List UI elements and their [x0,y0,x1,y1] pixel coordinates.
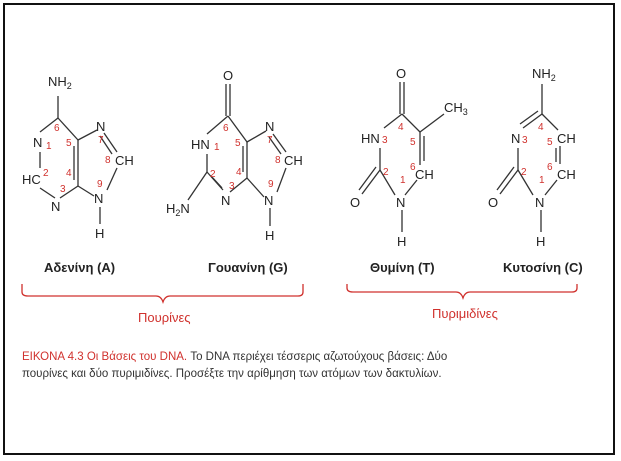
caption-text: Το DNA περιέχει τέσσερις αζωτούχους βάσε… [22,351,448,380]
adenine-n9: N [94,191,103,206]
guanine-hn1: HN [191,137,210,152]
thymine-num-2: 2 [383,167,389,178]
cytosine-c6: CH [557,167,576,182]
thymine-ch3: CH3 [444,100,468,117]
adenine-num-4: 4 [66,168,72,179]
adenine-structure: NH2 N HC N N CH N H 1 2 3 4 5 6 7 8 9 Αδ… [22,74,134,275]
adenine-c8: CH [115,153,134,168]
thymine-h1: H [397,234,406,249]
guanine-name: Γουανίνη (G) [208,260,288,275]
cytosine-num-1: 1 [539,175,545,186]
adenine-nh2: NH2 [48,74,72,91]
cytosine-n1: N [535,195,544,210]
figure-caption: ΕΙΚΟΝΑ 4.3 Οι Βάσεις του DNA. Το DNA περ… [22,349,482,383]
guanine-num-9: 9 [268,179,274,190]
adenine-c2: HC [22,172,41,187]
thymine-hn3: HN [361,131,380,146]
adenine-n1: N [33,135,42,150]
guanine-num-7: 7 [267,135,273,146]
guanine-o: O [223,68,233,83]
guanine-num-8: 8 [275,155,281,166]
thymine-o2: O [350,195,360,210]
thymine-num-1: 1 [400,175,406,186]
cytosine-c5: CH [557,131,576,146]
pyrimidines-brace [346,284,578,301]
adenine-h9: H [95,226,104,241]
cytosine-n3: N [511,131,520,146]
thymine-num-4: 4 [398,122,404,133]
guanine-n9: N [264,193,273,208]
guanine-num-3: 3 [229,181,235,192]
adenine-num-6: 6 [54,123,60,134]
guanine-h9: H [265,228,274,243]
cytosine-num-4: 4 [538,122,544,133]
caption-lead: ΕΙΚΟΝΑ 4.3 Οι Βάσεις του DNA. [22,351,188,363]
adenine-num-1: 1 [46,141,52,152]
cytosine-num-3: 3 [522,135,528,146]
cytosine-num-2: 2 [521,167,527,178]
guanine-h2n: H2N [166,201,190,218]
adenine-num-3: 3 [60,184,66,195]
thymine-c6: CH [415,167,434,182]
cytosine-num-6: 6 [547,162,553,173]
adenine-name: Αδενίνη (A) [44,260,115,275]
adenine-n7: N [96,119,105,134]
cytosine-name: Κυτοσίνη (C) [503,260,583,275]
guanine-num-4: 4 [236,167,242,178]
adenine-num-9: 9 [97,179,103,190]
cytosine-h1: H [536,234,545,249]
thymine-n1: N [396,195,405,210]
cytosine-structure: NH2 N CH CH O N H 1 2 3 4 5 6 Κυτοσίνη (… [488,66,583,275]
purines-label: Πουρίνες [138,310,191,325]
cytosine-o2: O [488,195,498,210]
guanine-num-6: 6 [223,123,229,134]
adenine-num-5: 5 [66,138,72,149]
thymine-structure: O CH3 HN CH O N H 1 2 3 4 5 6 Θυμίνη (T) [350,66,468,275]
adenine-n3: N [51,199,60,214]
guanine-num-1: 1 [214,142,220,153]
thymine-name: Θυμίνη (T) [370,260,435,275]
guanine-num-5: 5 [235,138,241,149]
guanine-n7: N [265,119,274,134]
guanine-num-2: 2 [210,169,216,180]
cytosine-nh2: NH2 [532,66,556,83]
adenine-num-7: 7 [98,135,104,146]
purines-brace [21,284,304,305]
guanine-c8: CH [284,153,303,168]
thymine-num-6: 6 [410,162,416,173]
thymine-o4: O [396,66,406,81]
thymine-num-5: 5 [410,137,416,148]
guanine-n3: N [221,193,230,208]
adenine-num-8: 8 [105,155,111,166]
cytosine-num-5: 5 [547,137,553,148]
pyrimidines-label: Πυριμιδίνες [432,306,498,321]
guanine-structure: O HN H2N N N CH N H 1 2 3 4 5 6 7 8 9 Γο… [166,68,303,275]
adenine-num-2: 2 [43,168,49,179]
figure-frame [3,3,615,455]
thymine-num-3: 3 [382,135,388,146]
